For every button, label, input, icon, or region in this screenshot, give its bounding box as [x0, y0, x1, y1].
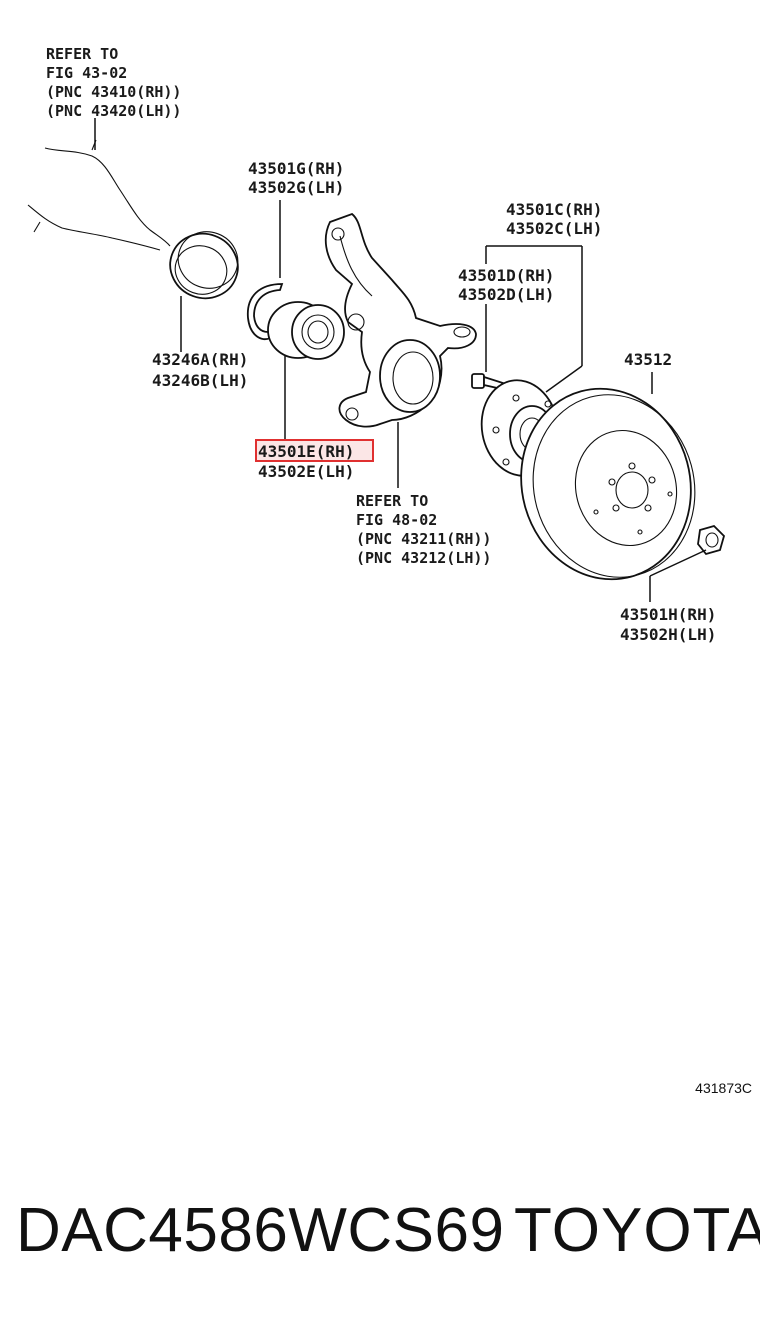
svg-text:(PNC 43420(LH)): (PNC 43420(LH)) [46, 102, 181, 120]
dust-seal [169, 231, 239, 300]
callout-driveshaft: REFER TO FIG 43-02 (PNC 43410(RH)) (PNC … [46, 45, 181, 120]
hub-nut [697, 524, 726, 556]
wheel-bearing [267, 301, 345, 360]
caption: DAC4586WCS69 TOYOTA [0, 1195, 760, 1285]
label-bearing-lh[interactable]: 43502E(LH) [258, 462, 354, 481]
highlight-box [255, 439, 374, 462]
svg-text:FIG 48-02: FIG 48-02 [356, 511, 437, 529]
svg-text:FIG 43-02: FIG 43-02 [46, 64, 127, 82]
drive-shaft-sketch [27, 139, 171, 251]
svg-text:REFER TO: REFER TO [356, 492, 428, 510]
label-brake-disc[interactable]: 43512 [624, 350, 672, 369]
svg-text:REFER TO: REFER TO [46, 45, 118, 63]
callout-knuckle: REFER TO FIG 48-02 (PNC 43211(RH)) (PNC … [356, 492, 491, 567]
label-hub-lh[interactable]: 43502C(LH) [506, 219, 602, 238]
label-dust-seal-lh[interactable]: 43246B(LH) [152, 371, 248, 390]
svg-text:(PNC 43211(RH)): (PNC 43211(RH)) [356, 530, 491, 548]
brake-disc-rotor [520, 387, 696, 581]
label-dust-seal-rh[interactable]: 43246A(RH) [152, 350, 248, 369]
label-hub-nut-lh[interactable]: 43502H(LH) [620, 625, 716, 644]
steering-knuckle [324, 212, 477, 428]
label-hub-rh[interactable]: 43501C(RH) [506, 200, 602, 219]
label-hub-nut-rh[interactable]: 43501H(RH) [620, 605, 716, 624]
caption-part-number: DAC4586WCS69 [16, 1196, 505, 1265]
label-hub-bolt-rh[interactable]: 43501D(RH) [458, 266, 554, 285]
svg-text:(PNC 43212(LH)): (PNC 43212(LH)) [356, 549, 491, 567]
label-hub-bolt-lh[interactable]: 43502D(LH) [458, 285, 554, 304]
label-bearing-rh[interactable]: 43501E(RH) [258, 442, 354, 461]
caption-brand: TOYOTA [514, 1196, 760, 1265]
label-snap-ring-rh[interactable]: 43501G(RH) [248, 159, 344, 178]
label-snap-ring-lh[interactable]: 43502G(LH) [248, 178, 344, 197]
exploded-parts-diagram: REFER TO FIG 43-02 (PNC 43410(RH)) (PNC … [27, 45, 726, 644]
svg-text:(PNC 43410(RH)): (PNC 43410(RH)) [46, 83, 181, 101]
diagram-id: 431873C [695, 1080, 752, 1096]
leader-lines [94, 118, 707, 602]
